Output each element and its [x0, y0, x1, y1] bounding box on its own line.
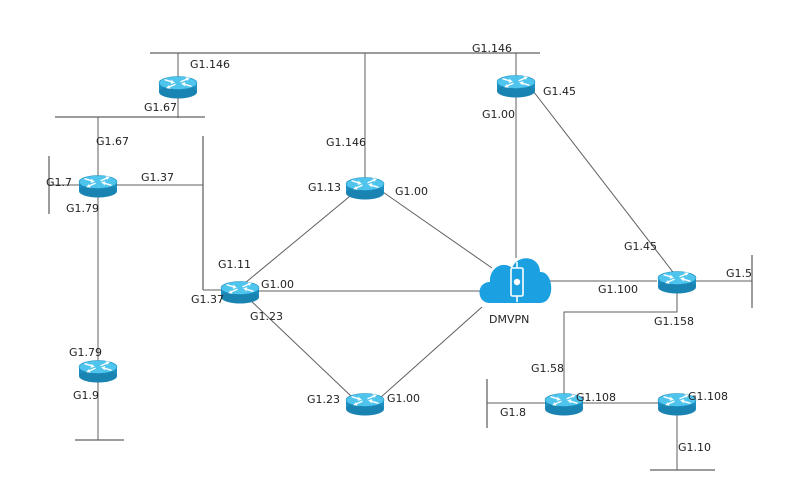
router-icon[interactable] [496, 74, 536, 99]
interface-label: G1.108 [576, 391, 616, 404]
dmvpn-cloud-icon[interactable] [479, 258, 552, 303]
interface-label: G1.11 [218, 258, 251, 271]
router-icon[interactable] [657, 270, 697, 295]
interface-label: G1.23 [307, 393, 340, 406]
interface-label: G1.8 [500, 406, 526, 419]
interface-label: G1.58 [531, 362, 564, 375]
interface-label: G1.45 [624, 240, 657, 253]
interface-label: G1.79 [69, 346, 102, 359]
interface-label: G1.67 [96, 135, 129, 148]
link-center-to-midleft [244, 191, 356, 284]
link-center-to-cloud [379, 189, 493, 269]
interface-label: G1.108 [688, 390, 728, 403]
interface-label: G1.37 [191, 293, 224, 306]
interface-label: G1.67 [144, 101, 177, 114]
interface-label: G1.9 [73, 389, 99, 402]
interface-label: G1.158 [654, 315, 694, 328]
interface-label: G1.37 [141, 171, 174, 184]
link-bottomcenter-to-cloud [379, 306, 483, 399]
link-topright-to-right [529, 86, 677, 277]
router-icon[interactable] [345, 176, 385, 201]
interface-label: G1.13 [308, 181, 341, 194]
interface-label: G1.23 [250, 310, 283, 323]
interface-label: G1.5 [726, 267, 752, 280]
interface-label: G1.100 [598, 283, 638, 296]
router-icon[interactable] [158, 75, 198, 100]
link-midleft-to-bottomcenter [247, 297, 353, 398]
interface-label: G1.7 [46, 176, 72, 189]
link-right-to-br1 [563, 290, 678, 396]
router-icon[interactable] [78, 174, 118, 199]
interface-label: G1.146 [326, 136, 366, 149]
router-icon[interactable] [220, 280, 260, 305]
interface-label: G1.00 [395, 185, 428, 198]
interface-label: G1.10 [678, 441, 711, 454]
interface-label: G1.146 [472, 42, 512, 55]
interface-label: G1.00 [261, 278, 294, 291]
interface-label: G1.79 [66, 202, 99, 215]
interface-label: G1.00 [387, 392, 420, 405]
router-icon[interactable] [345, 392, 385, 417]
interface-label: G1.146 [190, 58, 230, 71]
interface-label: G1.45 [543, 85, 576, 98]
cloud-label: DMVPN [489, 313, 529, 326]
interface-label: G1.00 [482, 108, 515, 121]
router-icon[interactable] [78, 359, 118, 384]
